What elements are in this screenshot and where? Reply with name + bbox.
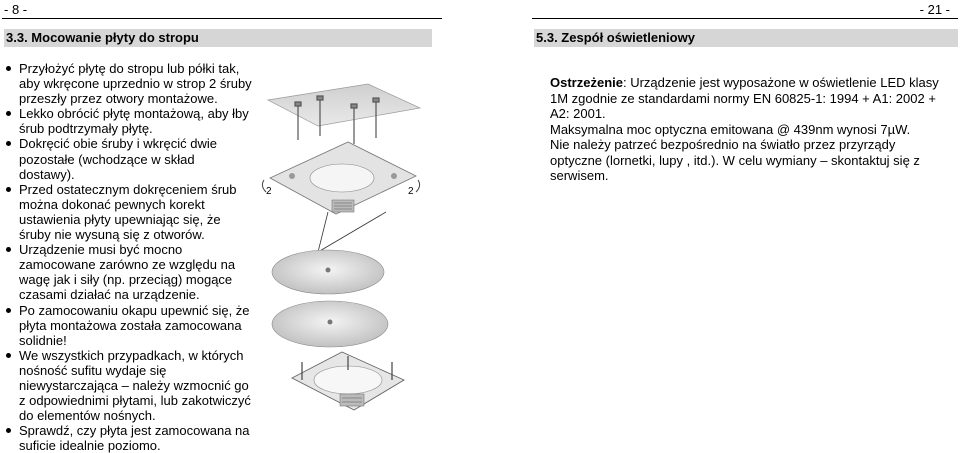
mounting-illustration: 2 2 xyxy=(261,83,422,411)
list-item: Przed ostatecznym dokręceniem śrub można… xyxy=(4,182,252,242)
right-header-rule xyxy=(532,18,958,19)
advice-paragraph: Nie należy patrzeć bezpośrednio na świat… xyxy=(550,137,920,183)
list-item: Dokręcić obie śruby i wkręcić dwie pozos… xyxy=(4,136,252,182)
ceiling-slab xyxy=(266,83,422,127)
list-item: Urządzenie musi być mocno zamocowane zar… xyxy=(4,242,252,302)
list-item: Po zamocowaniu okapu upewnić się, że pły… xyxy=(4,303,252,348)
figure-label-right: 2 xyxy=(408,186,414,197)
warning-text: : Urządzenie jest wyposażone w oświetlen… xyxy=(550,75,939,121)
left-section-title: 3.3. Mocowanie płyty do stropu xyxy=(4,29,432,47)
left-page-number: - 8 - xyxy=(4,2,28,17)
rotation-arrows xyxy=(261,179,421,193)
list-item: Przyłożyć płytę do stropu lub półki tak,… xyxy=(4,61,252,106)
right-section-title: 5.3. Zespół oświetleniowy xyxy=(534,29,958,47)
mounting-plate-bottom xyxy=(291,351,405,411)
led-warning-note: Ostrzeżenie: Urządzenie jest wyposażone … xyxy=(550,75,950,184)
left-header-rule xyxy=(2,18,442,19)
warning-paragraph: Ostrzeżenie: Urządzenie jest wyposażone … xyxy=(550,75,950,122)
callout-lines xyxy=(317,211,387,253)
list-item: We wszystkich przypadkach, w których noś… xyxy=(4,348,252,423)
right-page-number: - 21 - xyxy=(919,2,950,17)
figure-label-left: 2 xyxy=(266,186,272,197)
screws xyxy=(294,95,380,144)
power-paragraph: Maksymalna moc optyczna emitowana @ 439n… xyxy=(550,121,911,137)
list-item: Sprawdź, czy płyta jest zamocowana na su… xyxy=(4,423,252,453)
disc-lower xyxy=(271,300,389,348)
mounting-instructions-list: Przyłożyć płytę do stropu lub półki tak,… xyxy=(4,61,252,453)
warning-label: Ostrzeżenie xyxy=(550,75,623,90)
list-item: Lekko obrócić płytę montażową, aby łby ś… xyxy=(4,106,252,136)
mounting-plate-top xyxy=(269,141,417,215)
disc-upper xyxy=(271,249,385,295)
